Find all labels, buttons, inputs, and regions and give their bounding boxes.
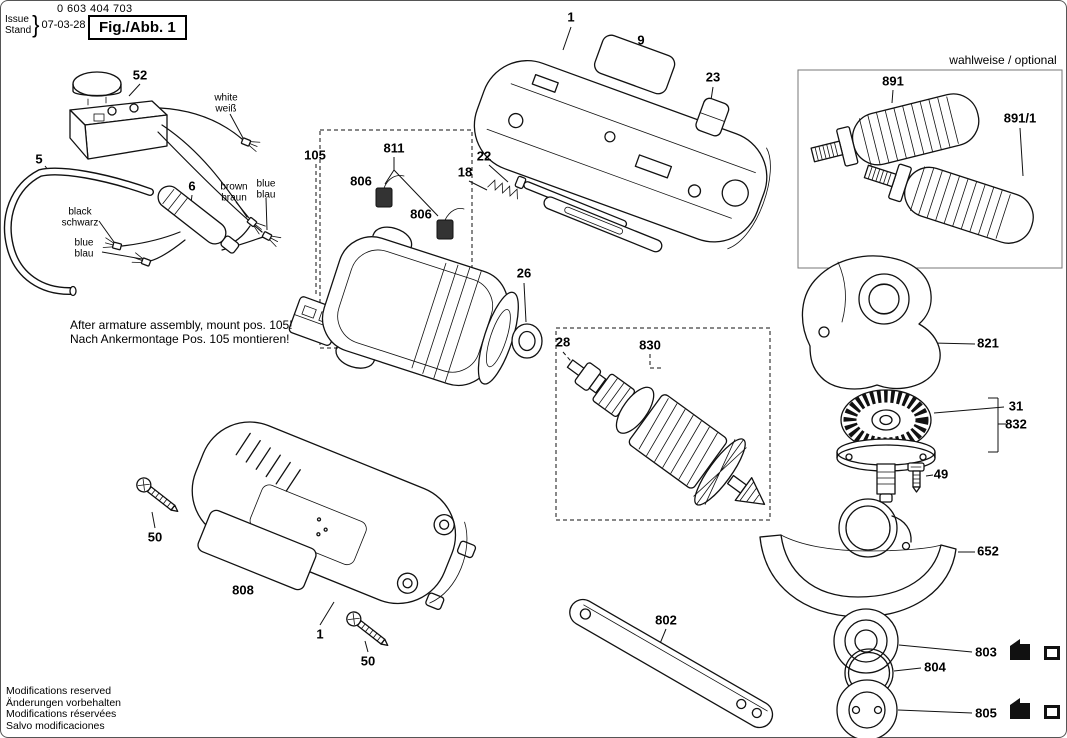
- wire-blue2-en: blue: [74, 237, 94, 249]
- armature-note-en: After armature assembly, mount pos. 105!: [70, 318, 293, 332]
- part-label-811: 811: [383, 140, 405, 156]
- armature-drawing: [566, 359, 766, 506]
- part-label-50b: 50: [360, 653, 376, 669]
- cord-grip-drawing: [157, 185, 240, 254]
- armature-note-de: Nach Ankermontage Pos. 105 montieren!: [70, 332, 290, 346]
- wire-white-de: weiß: [215, 103, 237, 114]
- part-label-31: 31: [1008, 398, 1024, 414]
- handle-891-1-drawing: [863, 163, 1034, 244]
- wire-white-en: white: [214, 92, 238, 104]
- spindle-lock-parts-drawing: [487, 175, 663, 253]
- screw-50a-drawing: [136, 477, 179, 513]
- part-label-49: 49: [933, 466, 949, 482]
- footer-notices: Modifications reserved Änderungen vorbeh…: [6, 685, 122, 732]
- wheel-guard-drawing: [759, 498, 957, 618]
- part-label-891-1: 891/1: [1003, 110, 1037, 126]
- part-label-1-bottom: 1: [316, 626, 324, 642]
- part-label-9: 9: [637, 32, 645, 48]
- optional-note: wahlweise / optional: [949, 53, 1057, 67]
- part-label-830: 830: [639, 337, 661, 353]
- armature-note: After armature assembly, mount pos. 105!…: [70, 318, 293, 346]
- part-label-652: 652: [977, 543, 999, 559]
- wire-label-black: black schwarz: [61, 206, 99, 229]
- part-label-52: 52: [132, 67, 148, 83]
- part-label-803: 803: [975, 644, 997, 660]
- wire-label-blue-2: blue blau: [74, 237, 94, 260]
- part-label-802: 802: [655, 612, 677, 628]
- switch-assembly-drawing: [69, 71, 168, 160]
- wire-brown-de: braun: [221, 192, 247, 203]
- wire-blue1-en: blue: [256, 178, 276, 190]
- handle-891-drawing: [810, 93, 980, 167]
- part-label-26: 26: [516, 265, 532, 281]
- dashed-group-boxes: [315, 129, 771, 521]
- crown-gear-drawing: [836, 389, 936, 503]
- figure-label: Fig./Abb. 1: [88, 15, 187, 40]
- part-label-805: 805: [975, 705, 997, 721]
- screw-49-drawing: [907, 462, 925, 493]
- part-label-6: 6: [188, 178, 196, 194]
- part-label-891: 891: [882, 73, 904, 89]
- housing-top-shell-drawing: [473, 60, 771, 250]
- part-label-1-top: 1: [567, 9, 575, 25]
- part-label-806b: 806: [410, 206, 432, 222]
- issue-brace: }: [32, 10, 40, 39]
- part-label-832: 832: [1005, 416, 1027, 432]
- issue-block: Issue Stand } 07-03-28: [5, 10, 86, 39]
- part-label-105: 105: [304, 147, 326, 163]
- mounting-flange-drawing: [833, 608, 899, 674]
- footer-line-fr: Modifications réservées: [6, 708, 117, 720]
- footer-line-en: Modifications reserved: [6, 685, 112, 697]
- part-label-808: 808: [232, 582, 254, 598]
- flange-pictogram-803-icon: [1010, 639, 1060, 660]
- wire-brown-en: brown: [220, 181, 248, 193]
- part-label-5: 5: [35, 151, 43, 167]
- wire-black-en: black: [68, 206, 92, 218]
- clamping-nut-drawing: [836, 679, 898, 738]
- wire-label-blue-1: blue blau: [256, 178, 276, 201]
- part-label-23: 23: [705, 69, 721, 85]
- mains-cable-drawing: [3, 167, 154, 297]
- stator-drawing: [321, 226, 519, 387]
- wire-blue1-de: blau: [256, 189, 276, 200]
- wire-label-brown: brown braun: [220, 181, 248, 204]
- wire-blue2-de: blau: [74, 248, 94, 259]
- bearing-drawing: [511, 323, 543, 359]
- issue-label-en: Issue: [5, 14, 29, 25]
- wire-black-de: schwarz: [61, 217, 99, 228]
- part-label-806a: 806: [350, 173, 372, 189]
- sticker-drawing: [197, 509, 317, 591]
- part-label-804: 804: [924, 659, 946, 675]
- part-label-28: 28: [555, 334, 571, 350]
- part-label-821: 821: [977, 335, 999, 351]
- pin-wrench-drawing: [569, 598, 774, 729]
- part-label-18: 18: [457, 164, 473, 180]
- part-label-22: 22: [476, 148, 492, 164]
- footer-line-de: Änderungen vorbehalten: [6, 696, 122, 709]
- gear-housing-drawing: [801, 255, 941, 390]
- footer-line-es: Salvo modificaciones: [6, 719, 105, 732]
- issue-date: 07-03-28: [41, 19, 86, 32]
- optional-handles-box: [797, 69, 1063, 269]
- lock-button-drawing: [695, 97, 730, 137]
- label-plate-drawing: [593, 34, 676, 95]
- document-number: 0 603 404 703: [57, 3, 133, 15]
- part-label-50a: 50: [147, 529, 163, 545]
- screw-50b-drawing: [346, 611, 389, 647]
- flange-pictogram-805-icon: [1010, 698, 1060, 719]
- issue-label-de: Stand: [5, 24, 32, 36]
- carbon-brush-drawings: [375, 157, 465, 240]
- wire-label-white: white weiß: [214, 92, 238, 115]
